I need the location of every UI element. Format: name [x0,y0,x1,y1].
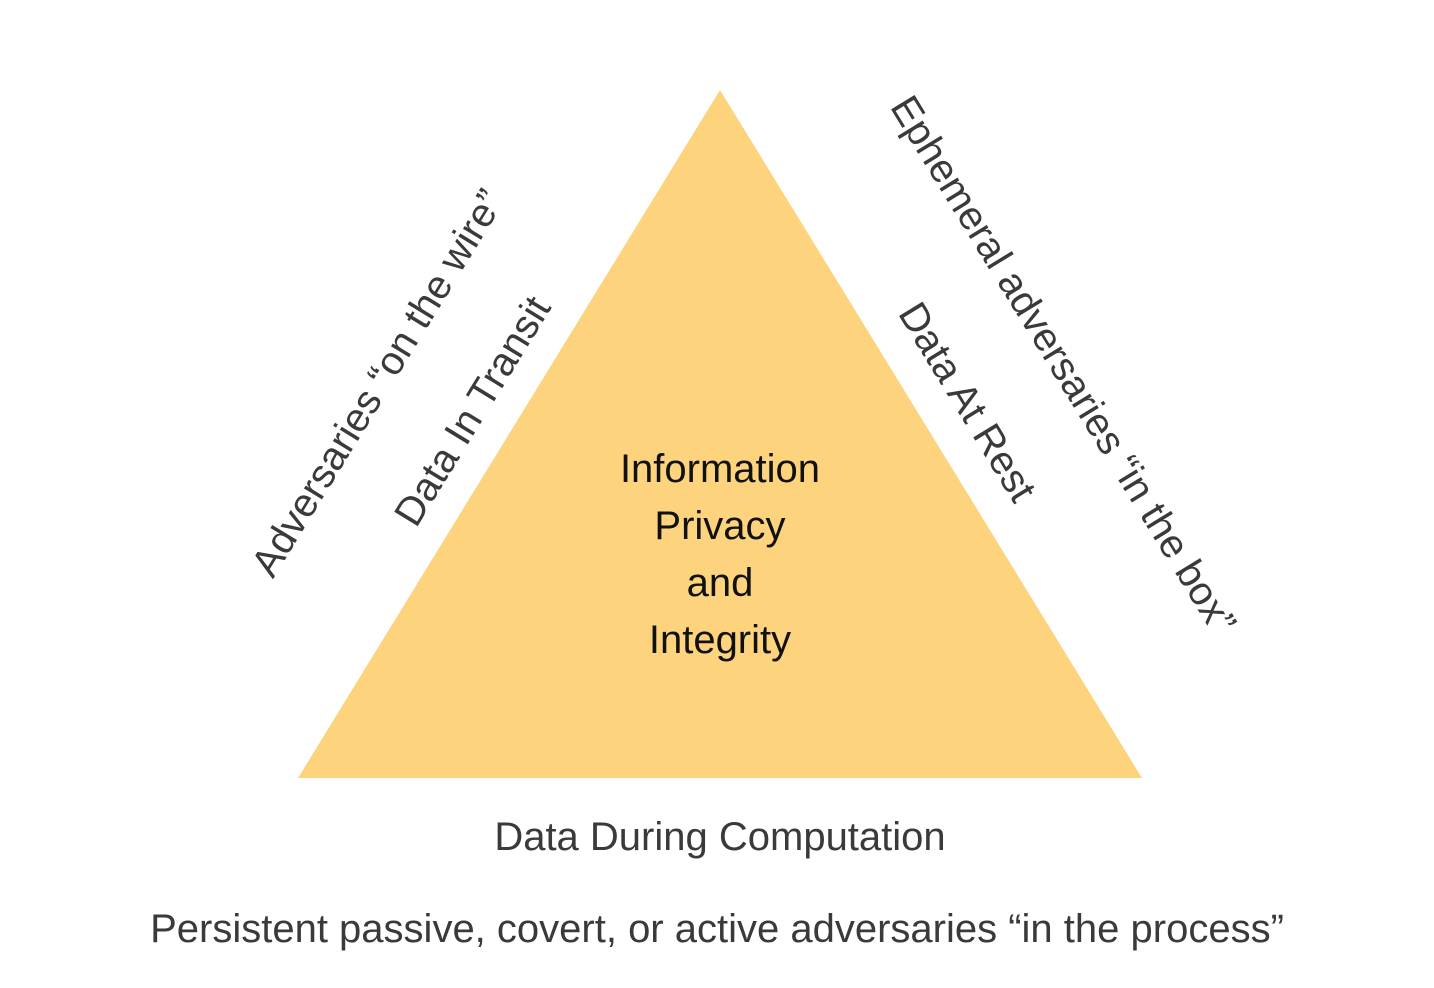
triangle [298,90,1142,778]
center-line-4: Integrity [649,618,791,662]
center-line-2: Privacy [654,504,785,548]
center-line-3: and [687,561,754,605]
bottom-outer-label: Persistent passive, covert, or active ad… [150,907,1284,951]
center-line-1: Information [620,447,820,491]
bottom-inner-label: Data During Computation [494,815,945,859]
